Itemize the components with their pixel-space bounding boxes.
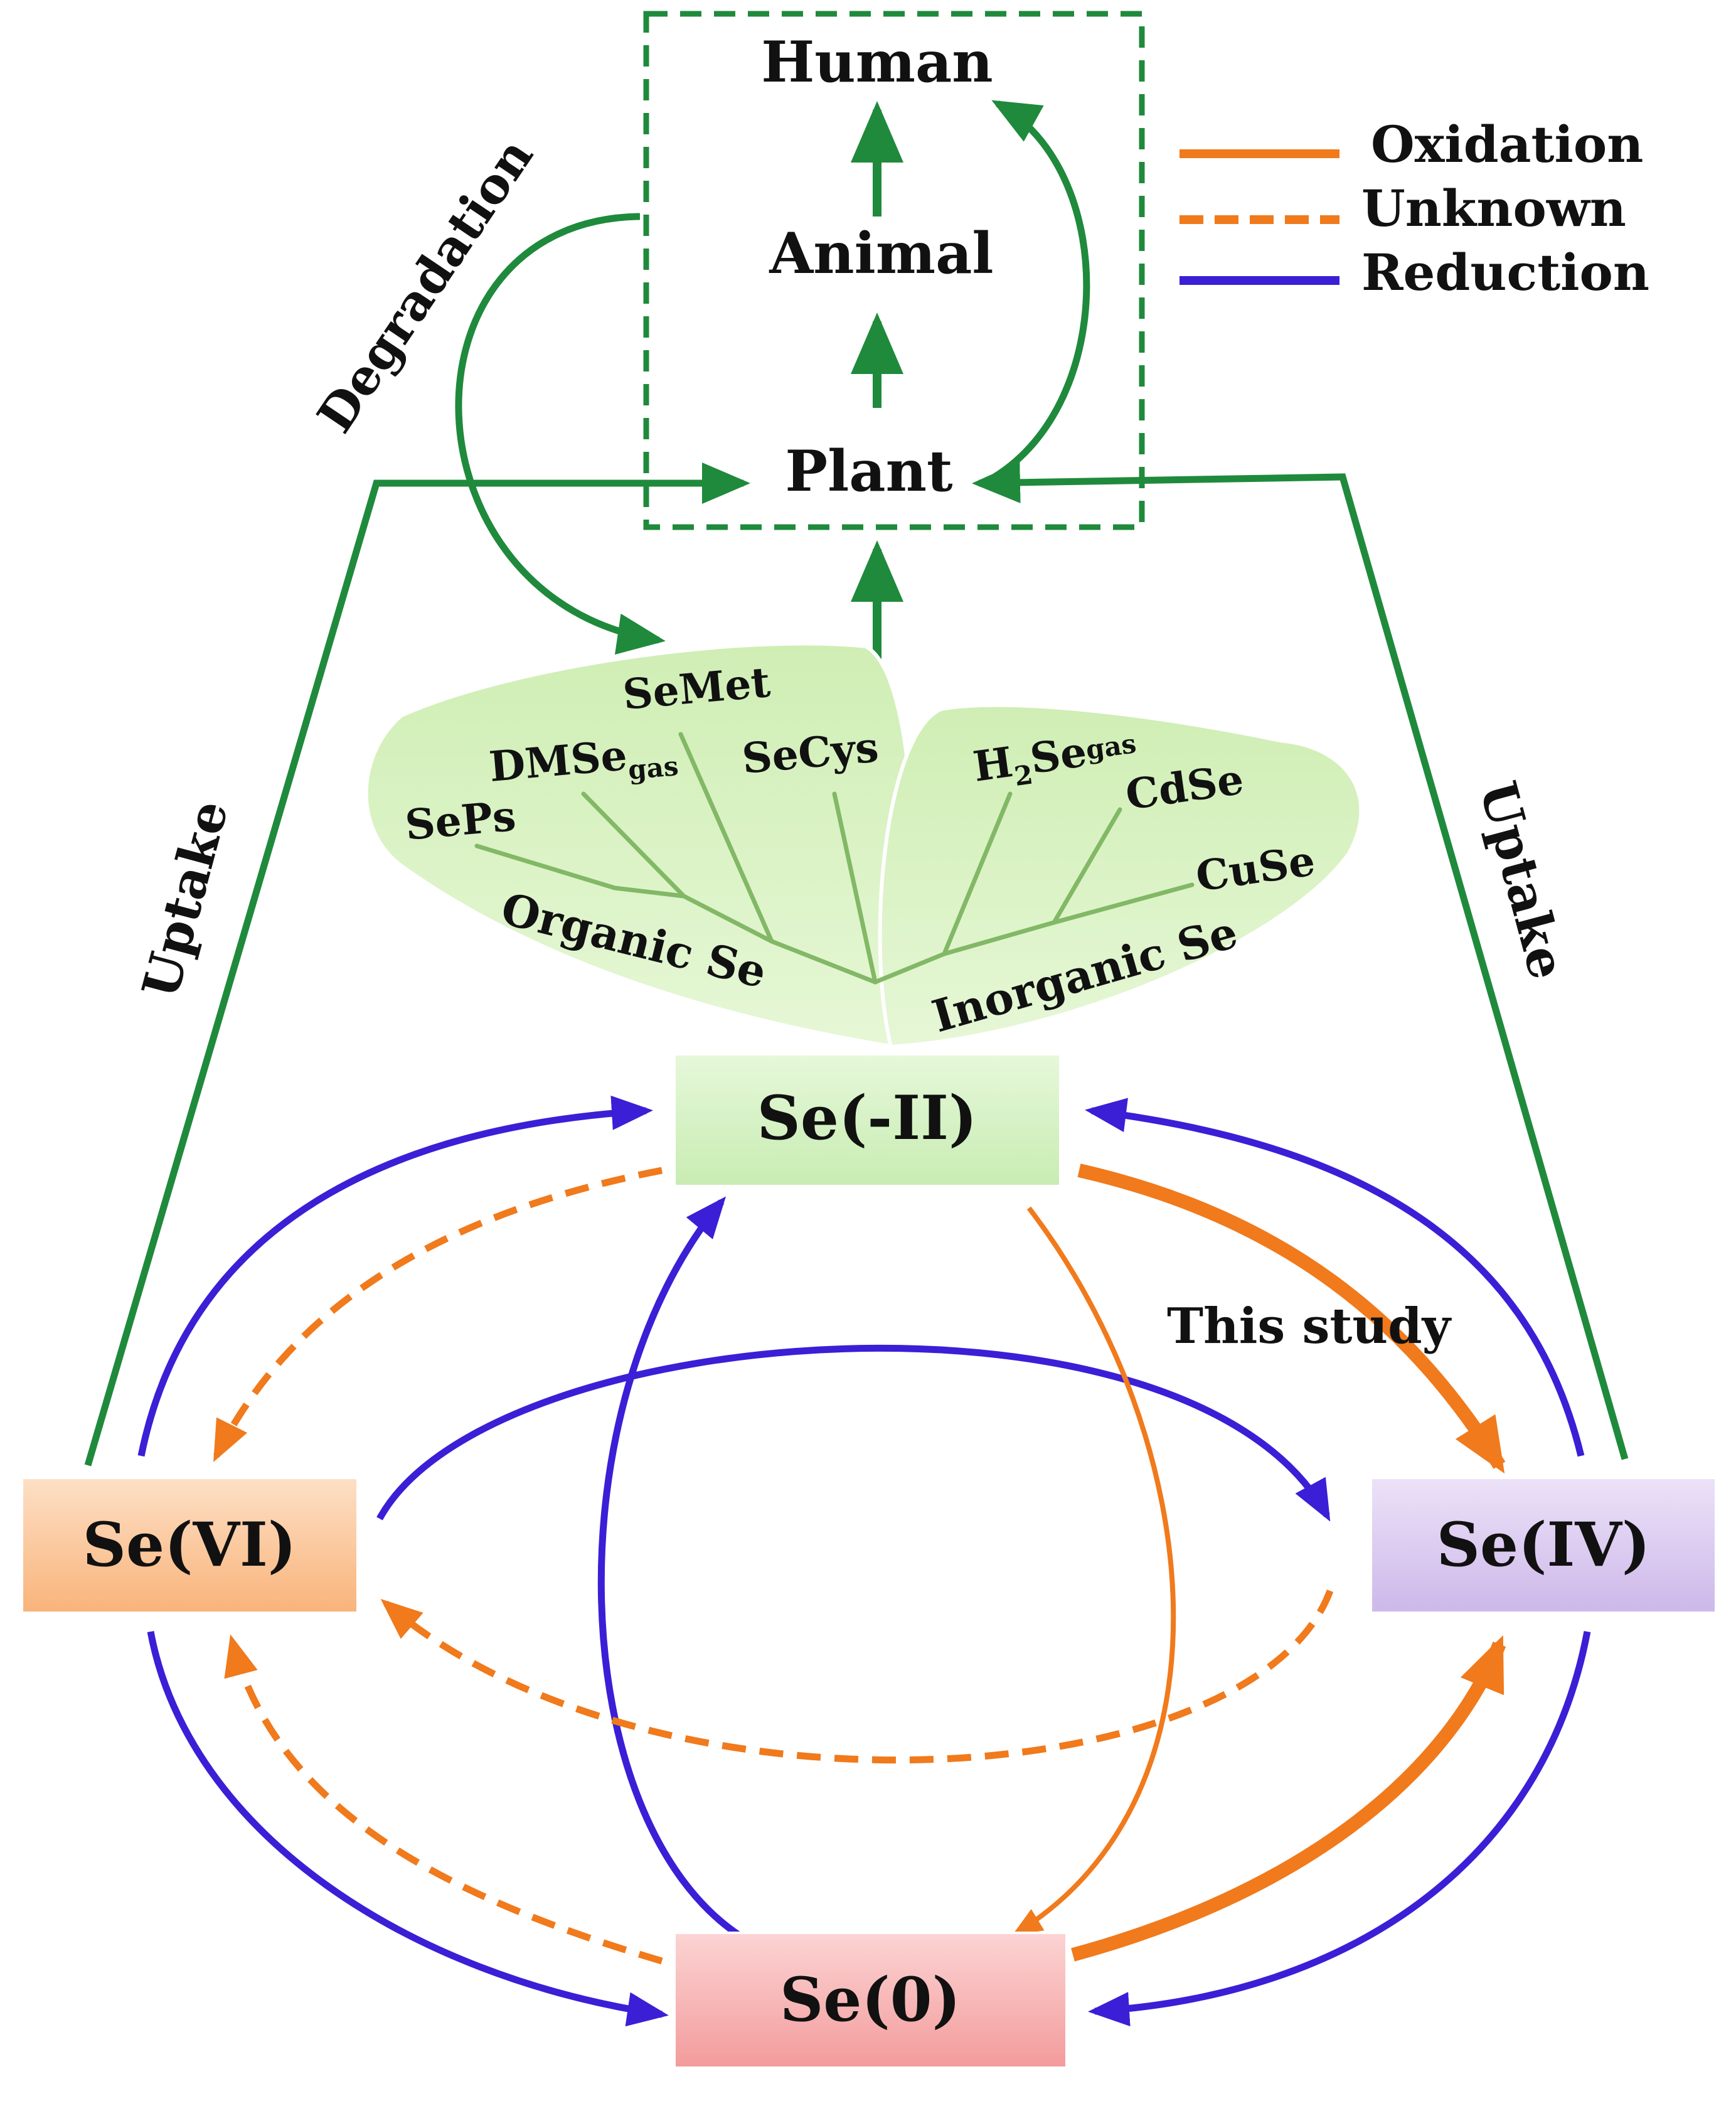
svg-text:DMSegas: DMSegas	[487, 726, 680, 798]
organic-se-leaf	[364, 641, 915, 1049]
degradation-label: Degradation	[307, 129, 545, 443]
oxidation-se-minus2-to-se4-this-study	[1077, 1163, 1506, 1474]
plant-label: Plant	[785, 438, 953, 505]
unknown-se-minus2-to-se6	[213, 1167, 663, 1462]
reduction-arrows	[137, 1095, 1591, 2027]
human-label: Human	[761, 29, 993, 95]
reduction-se4-to-se-minus2	[1085, 1098, 1585, 1457]
legend-oxidation-label: Oxidation	[1371, 115, 1643, 174]
legend-reduction-label: Reduction	[1361, 243, 1649, 302]
leaf-veins	[474, 732, 1195, 985]
reduction-se6-to-se4	[376, 1344, 1331, 1522]
organic-item-secys: SeCys	[740, 722, 881, 783]
se6-box: Se(VI)	[21, 1477, 359, 1614]
organic-item-seps: SePs	[403, 791, 518, 850]
svg-text:H2Segas: H2Segas	[970, 720, 1140, 798]
inorganic-item-h2se: H2Segas	[970, 720, 1140, 798]
legend-unknown-label: Unknown	[1361, 179, 1626, 238]
oxidation-se0-to-se4	[1071, 1635, 1506, 1962]
food-chain-box	[643, 11, 1145, 530]
se4-label: Se(IV)	[1437, 1509, 1651, 1580]
se-minus2-label: Se(-II)	[757, 1083, 977, 1153]
se4-box: Se(IV)	[1370, 1477, 1717, 1614]
uptake-left-arrow	[84, 462, 750, 1467]
this-study-label: This study	[1167, 1298, 1452, 1355]
degradation-arrow	[455, 213, 666, 655]
se0-box: Se(0)	[673, 1932, 1068, 2069]
reduction-se4-to-se0	[1088, 1630, 1591, 2027]
se-minus2-box: Se(-II)	[673, 1053, 1062, 1187]
uptake-left-label: Uptake	[130, 794, 240, 1004]
organic-item-dmse: DMSegas	[487, 726, 680, 798]
uptake-right-label: Uptake	[1468, 776, 1577, 985]
se6-label: Se(VI)	[83, 1509, 297, 1580]
reduction-se6-to-se0	[147, 1630, 669, 2027]
uptake-right-arrow	[972, 461, 1629, 1460]
reduction-se6-to-se-minus2	[137, 1095, 653, 1457]
unknown-se0-to-se6	[224, 1634, 663, 1965]
inorganic-se-leaf	[878, 703, 1363, 1049]
plant-to-human-arrow	[991, 100, 1090, 480]
oxidation-se-minus2-to-se0	[1012, 1206, 1176, 1936]
animal-label: Animal	[769, 220, 993, 287]
se0-label: Se(0)	[780, 1964, 961, 2035]
reduction-se0-to-se-minus2	[597, 1196, 743, 1939]
unknown-arrows	[213, 1167, 1334, 1965]
unknown-se4-to-se6	[380, 1590, 1334, 1764]
